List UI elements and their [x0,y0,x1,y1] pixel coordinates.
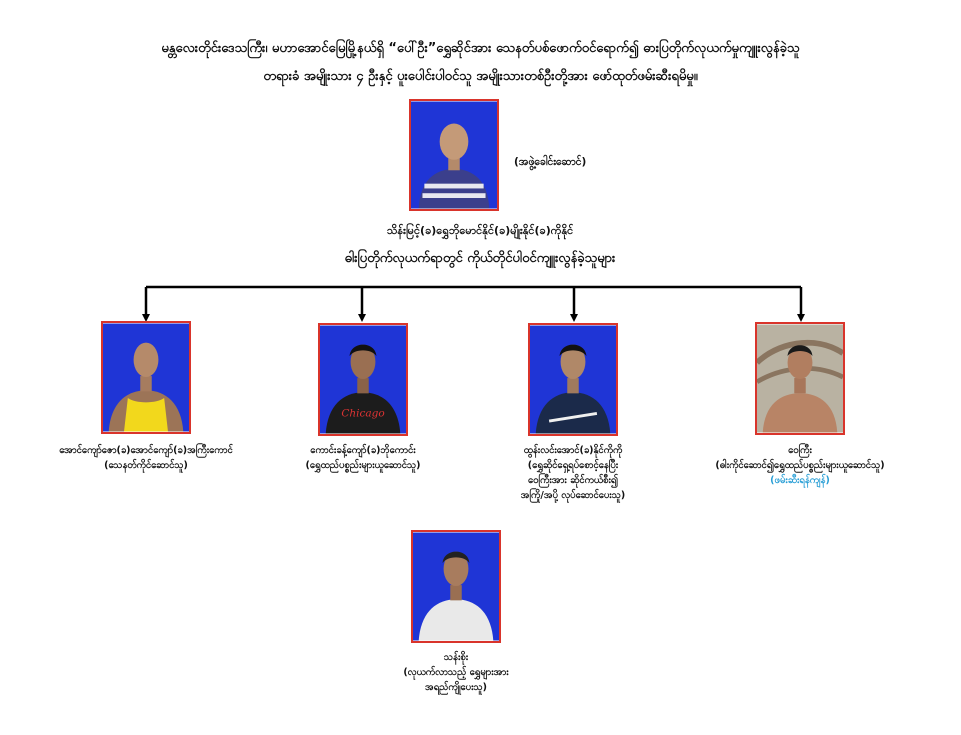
member-photo-2: Chicago [318,323,408,436]
member-name: အောင်ကျော်ဇော(ခ)အောင်ကျော်(ခ)အကြီးကောင် [59,445,233,456]
perpetrators-subheading: ဓါးပြတိုက်လုယက်ရာတွင် ကိုယ်တိုင်ပါဝင်ကျူ… [344,251,616,266]
member-caption-2: ကောင်းခန့်ကျော်(ခ)ဘိုကောင်း (ရွှေထည်ပစ္စ… [248,443,478,473]
accomplice-caption: သန်းစိုး (လုယက်လာသည့် ရွှေများအား အရည်ကျ… [341,650,571,695]
member-caption-1: အောင်ကျော်ဇော(ခ)အောင်ကျော်(ခ)အကြီးကောင် … [31,443,261,473]
member-caption-3: ထွန်းလင်းအောင်(ခ)နိုင်ကိုကို (ရွှေဆိုင်ရ… [458,443,688,503]
headline-line-2: တရားခံ အမျိုးသား ၄ ဦးနှင့် ပူးပေါင်းပါဝင… [263,69,698,84]
member-photo-4 [755,322,845,435]
svg-text:Chicago: Chicago [341,407,384,419]
person-photo-icon [103,323,189,432]
member-status: (ဖမ်းဆီးရန်ကျန်) [770,475,830,486]
person-photo-icon [411,101,497,209]
member-role: (ရွှေထည်ပစ္စည်းများယူဆောင်သူ) [305,460,421,471]
accomplice-role: အရည်ကျိုပေးသူ) [424,682,488,693]
person-photo-icon [413,532,499,641]
accomplice-role: (လုယက်လာသည့် ရွှေများအား [403,667,509,678]
accomplice-photo [411,530,501,643]
leader-name: သိန်းမြင့်(ခ)ရွှေဘိုမောင်နိုင်(ခ)မျိုးနိ… [386,224,574,237]
member-photo-3 [528,323,618,436]
leader-photo [409,99,499,211]
member-photo-1 [101,321,191,434]
member-role: ဝေကြီးအား ဆိုင်ကယ်စီး၍ [528,475,618,486]
member-role: (ရွှေဆိုင်ရှေ့ရပ်စောင့်နေပြီး [527,460,619,471]
member-name: ကောင်းခန့်ကျော်(ခ)ဘိုကောင်း [310,445,416,456]
member-role: (ဓါးကိုင်ဆောင်၍ရွှေထည်ပစ္စည်းများယူဆောင်… [715,460,885,471]
leader-role-note: (အဖွဲ့ခေါင်းဆောင်) [514,156,587,168]
member-name: ဝေကြီး [788,445,812,456]
headline-line-1: မန္တလေးတိုင်းဒေသကြီး၊ မဟာအောင်မြေမြို့နယ… [161,41,800,56]
member-role: အကြို/အပို့ လုပ်ဆောင်ပေးသူ) [520,490,626,501]
accomplice-name: သန်းစိုး [443,652,469,663]
person-photo-icon [530,325,616,434]
member-name: ထွန်းလင်းအောင်(ခ)နိုင်ကိုကို [523,445,623,456]
member-caption-4: ဝေကြီး (ဓါးကိုင်ဆောင်၍ရွှေထည်ပစ္စည်းများ… [665,443,935,488]
person-photo-icon: Chicago [320,325,406,434]
person-photo-icon [757,324,843,433]
member-role: (သေနတ်ကိုင်ဆောင်သူ) [104,460,188,471]
